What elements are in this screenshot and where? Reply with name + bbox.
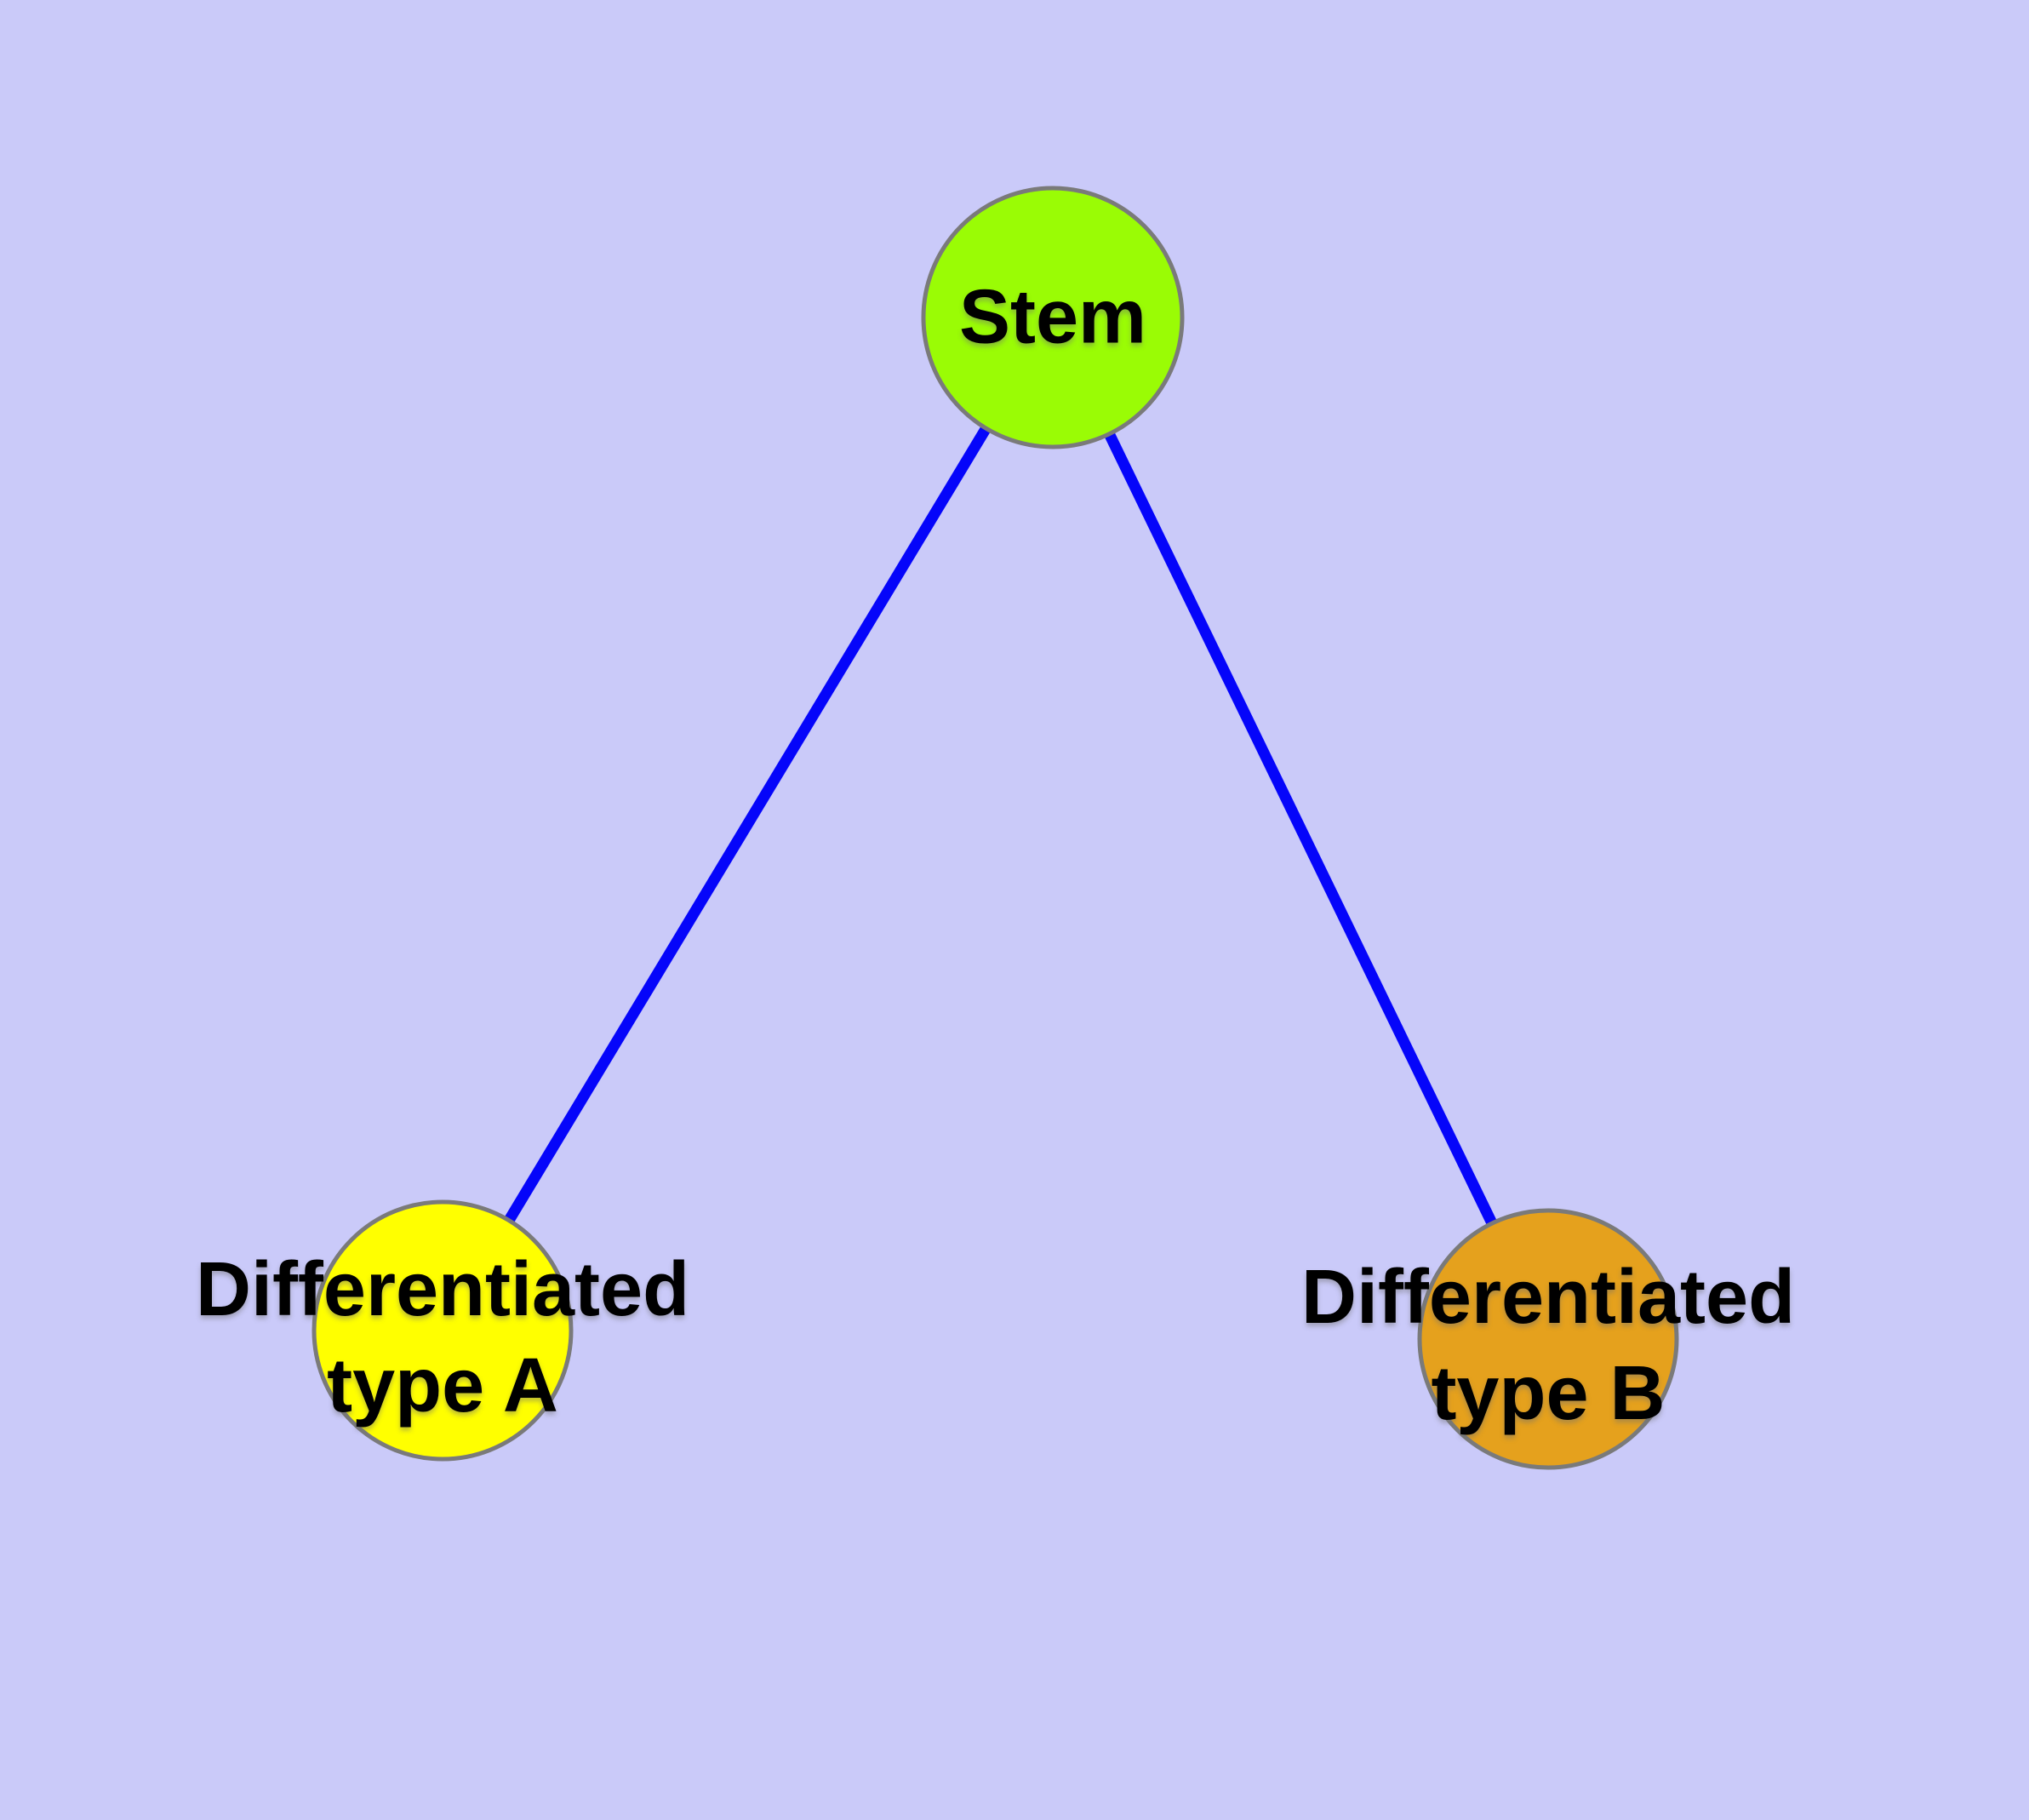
node-label-differentiated-type-a: Differentiated type A <box>196 1242 689 1434</box>
node-label-type-b-line-2: type B <box>1431 1351 1666 1436</box>
node-label-type-a-line-2: type A <box>327 1343 558 1428</box>
node-label-type-a-line-1: Differentiated <box>195 1247 690 1332</box>
node-label-stem-text: Stem <box>958 274 1147 360</box>
node-label-differentiated-type-b: Differentiated type B <box>1301 1250 1795 1442</box>
node-circle-differentiated-type-a <box>311 1199 574 1462</box>
node-circle-differentiated-type-b <box>1417 1208 1679 1470</box>
node-label-stem: Stem <box>959 270 1146 366</box>
edge-stem-to-type-a <box>437 314 1058 1334</box>
edge-stem-to-type-b <box>1048 315 1553 1342</box>
node-label-type-b-line-1: Differentiated <box>1300 1255 1796 1340</box>
node-circle-stem <box>921 186 1185 449</box>
